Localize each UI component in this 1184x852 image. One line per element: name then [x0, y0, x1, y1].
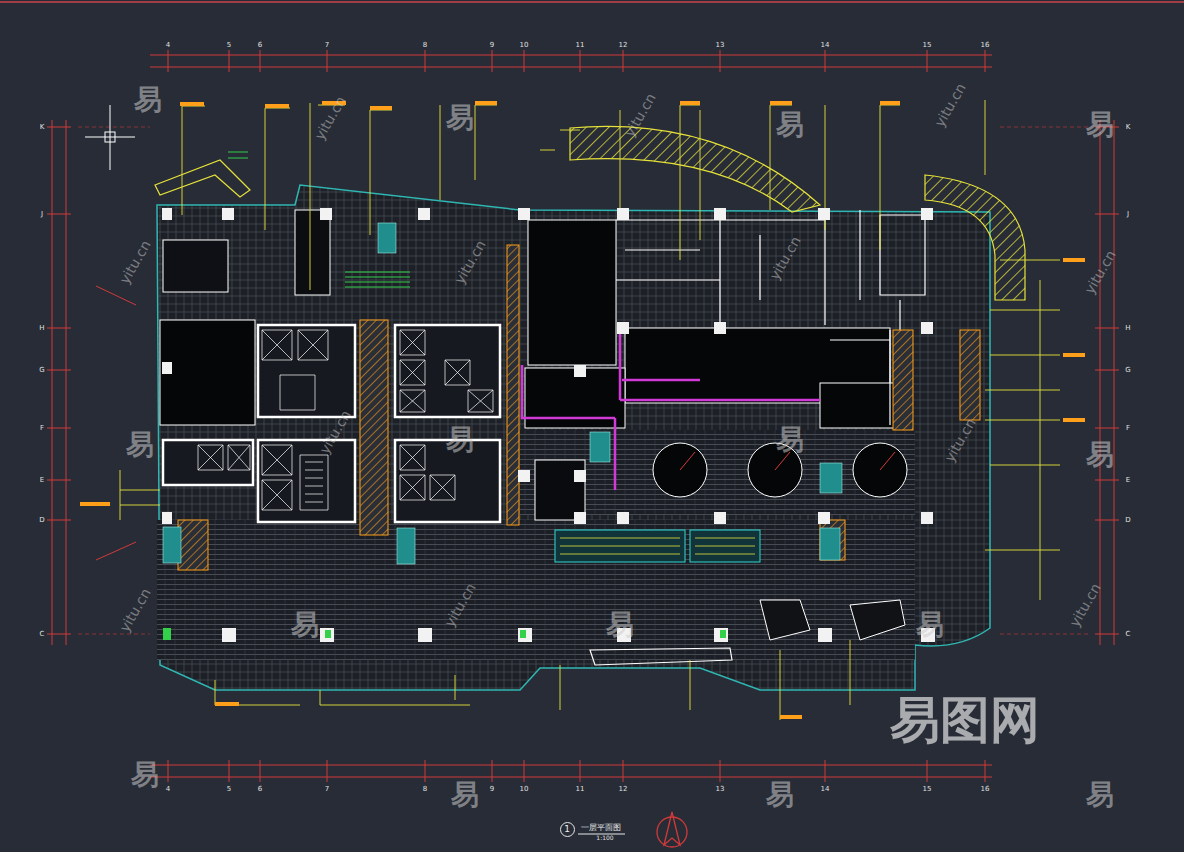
watermark: 易: [776, 426, 804, 454]
watermark: 易: [134, 86, 162, 114]
axis-number: 11: [576, 786, 585, 793]
watermark: 易: [1086, 781, 1114, 809]
watermark: 易: [451, 781, 479, 809]
axis-letter: K: [1126, 124, 1131, 131]
axis-letter: E: [1126, 477, 1130, 484]
axis-number: 10: [520, 786, 529, 793]
axis-number: 16: [981, 42, 990, 49]
axis-letter: J: [1127, 211, 1129, 218]
axis-number: 12: [619, 42, 628, 49]
axis-number: 6: [258, 42, 262, 49]
axis-letter: G: [39, 367, 44, 374]
watermark: 易: [446, 104, 474, 132]
watermark: 易: [776, 111, 804, 139]
axis-letter: C: [1126, 631, 1131, 638]
watermark-logo: 易图网: [890, 695, 1040, 745]
axis-letter: E: [40, 477, 44, 484]
axis-letter: H: [39, 325, 44, 332]
axis-number: 11: [576, 42, 585, 49]
axis-number: 9: [490, 42, 494, 49]
watermark: 易: [916, 611, 944, 639]
scale-label: 1:100: [596, 835, 613, 841]
axis-letter: K: [40, 124, 45, 131]
axis-number: 8: [423, 786, 427, 793]
axis-number: 5: [227, 42, 231, 49]
watermark: 易: [131, 761, 159, 789]
axis-letter: D: [39, 517, 44, 524]
axis-number: 6: [258, 786, 262, 793]
axis-letter: F: [40, 425, 44, 432]
watermark: 易: [1086, 441, 1114, 469]
watermark: 易: [1086, 111, 1114, 139]
drawing-number-bubble: 1: [560, 822, 575, 837]
axis-letter: J: [41, 211, 43, 218]
axis-number: 7: [325, 42, 329, 49]
watermark: 易: [766, 781, 794, 809]
axis-number: 7: [325, 786, 329, 793]
axis-number: 4: [166, 42, 170, 49]
axis-letter: C: [40, 631, 45, 638]
watermark: 易: [291, 611, 319, 639]
axis-number: 12: [619, 786, 628, 793]
axis-number: 14: [821, 42, 830, 49]
axis-number: 13: [716, 42, 725, 49]
drawing-title: 一层平面图: [581, 824, 621, 832]
watermark: 易: [126, 431, 154, 459]
axis-letter: H: [1125, 325, 1130, 332]
axis-letter: F: [1126, 425, 1130, 432]
bubble-number: 1: [564, 825, 570, 834]
axis-letter: G: [1125, 367, 1130, 374]
axis-number: 5: [227, 786, 231, 793]
axis-number: 14: [821, 786, 830, 793]
axis-number: 10: [520, 42, 529, 49]
axis-number: 16: [981, 786, 990, 793]
watermark: 易: [606, 611, 634, 639]
axis-number: 8: [423, 42, 427, 49]
axis-number: 15: [923, 42, 932, 49]
axis-number: 15: [923, 786, 932, 793]
axis-number: 9: [490, 786, 494, 793]
axis-number: 13: [716, 786, 725, 793]
watermark: 易: [446, 426, 474, 454]
axis-number: 4: [166, 786, 170, 793]
axis-letter: D: [1125, 517, 1130, 524]
